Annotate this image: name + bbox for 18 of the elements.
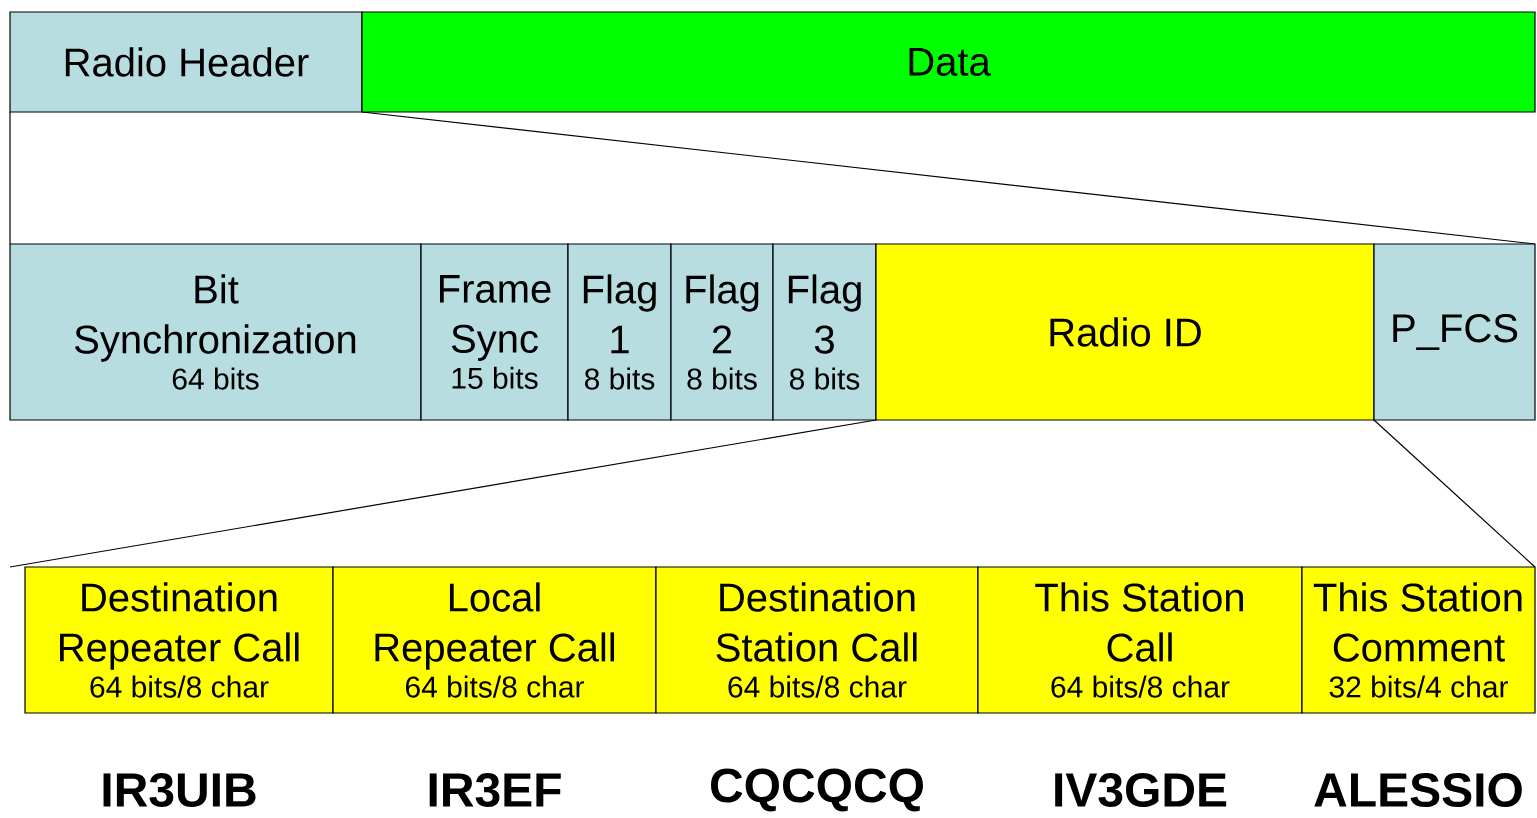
- field-box: Destination Station Call 64 bits/8 char: [655, 566, 979, 714]
- field-box: Frame Sync 15 bits: [420, 243, 569, 421]
- field-box: Flag 1 8 bits: [567, 243, 672, 421]
- callsign-label: IR3EF: [429, 772, 561, 807]
- field-box: Data: [361, 11, 1536, 113]
- field-box: Local Repeater Call 64 bits/8 char: [332, 566, 657, 714]
- field-box: Radio Header: [9, 11, 363, 113]
- field-box: P_FCS: [1373, 243, 1536, 421]
- callsign-label: IV3GDE: [1055, 772, 1227, 807]
- field-box: Flag 3 8 bits: [772, 243, 877, 421]
- field-box: Radio ID: [875, 243, 1375, 421]
- field-box: Flag 2 8 bits: [670, 243, 774, 421]
- field-box: This Station Call 64 bits/8 char: [977, 566, 1303, 714]
- field-box: Destination Repeater Call 64 bits/8 char: [24, 566, 334, 714]
- callsign-label: IR3UIB: [103, 772, 256, 807]
- callsign-label: CQCQCQ: [711, 768, 923, 812]
- field-box: This Station Comment 32 bits/4 char: [1301, 566, 1536, 714]
- callsign-label: ALESSIO: [1314, 773, 1522, 807]
